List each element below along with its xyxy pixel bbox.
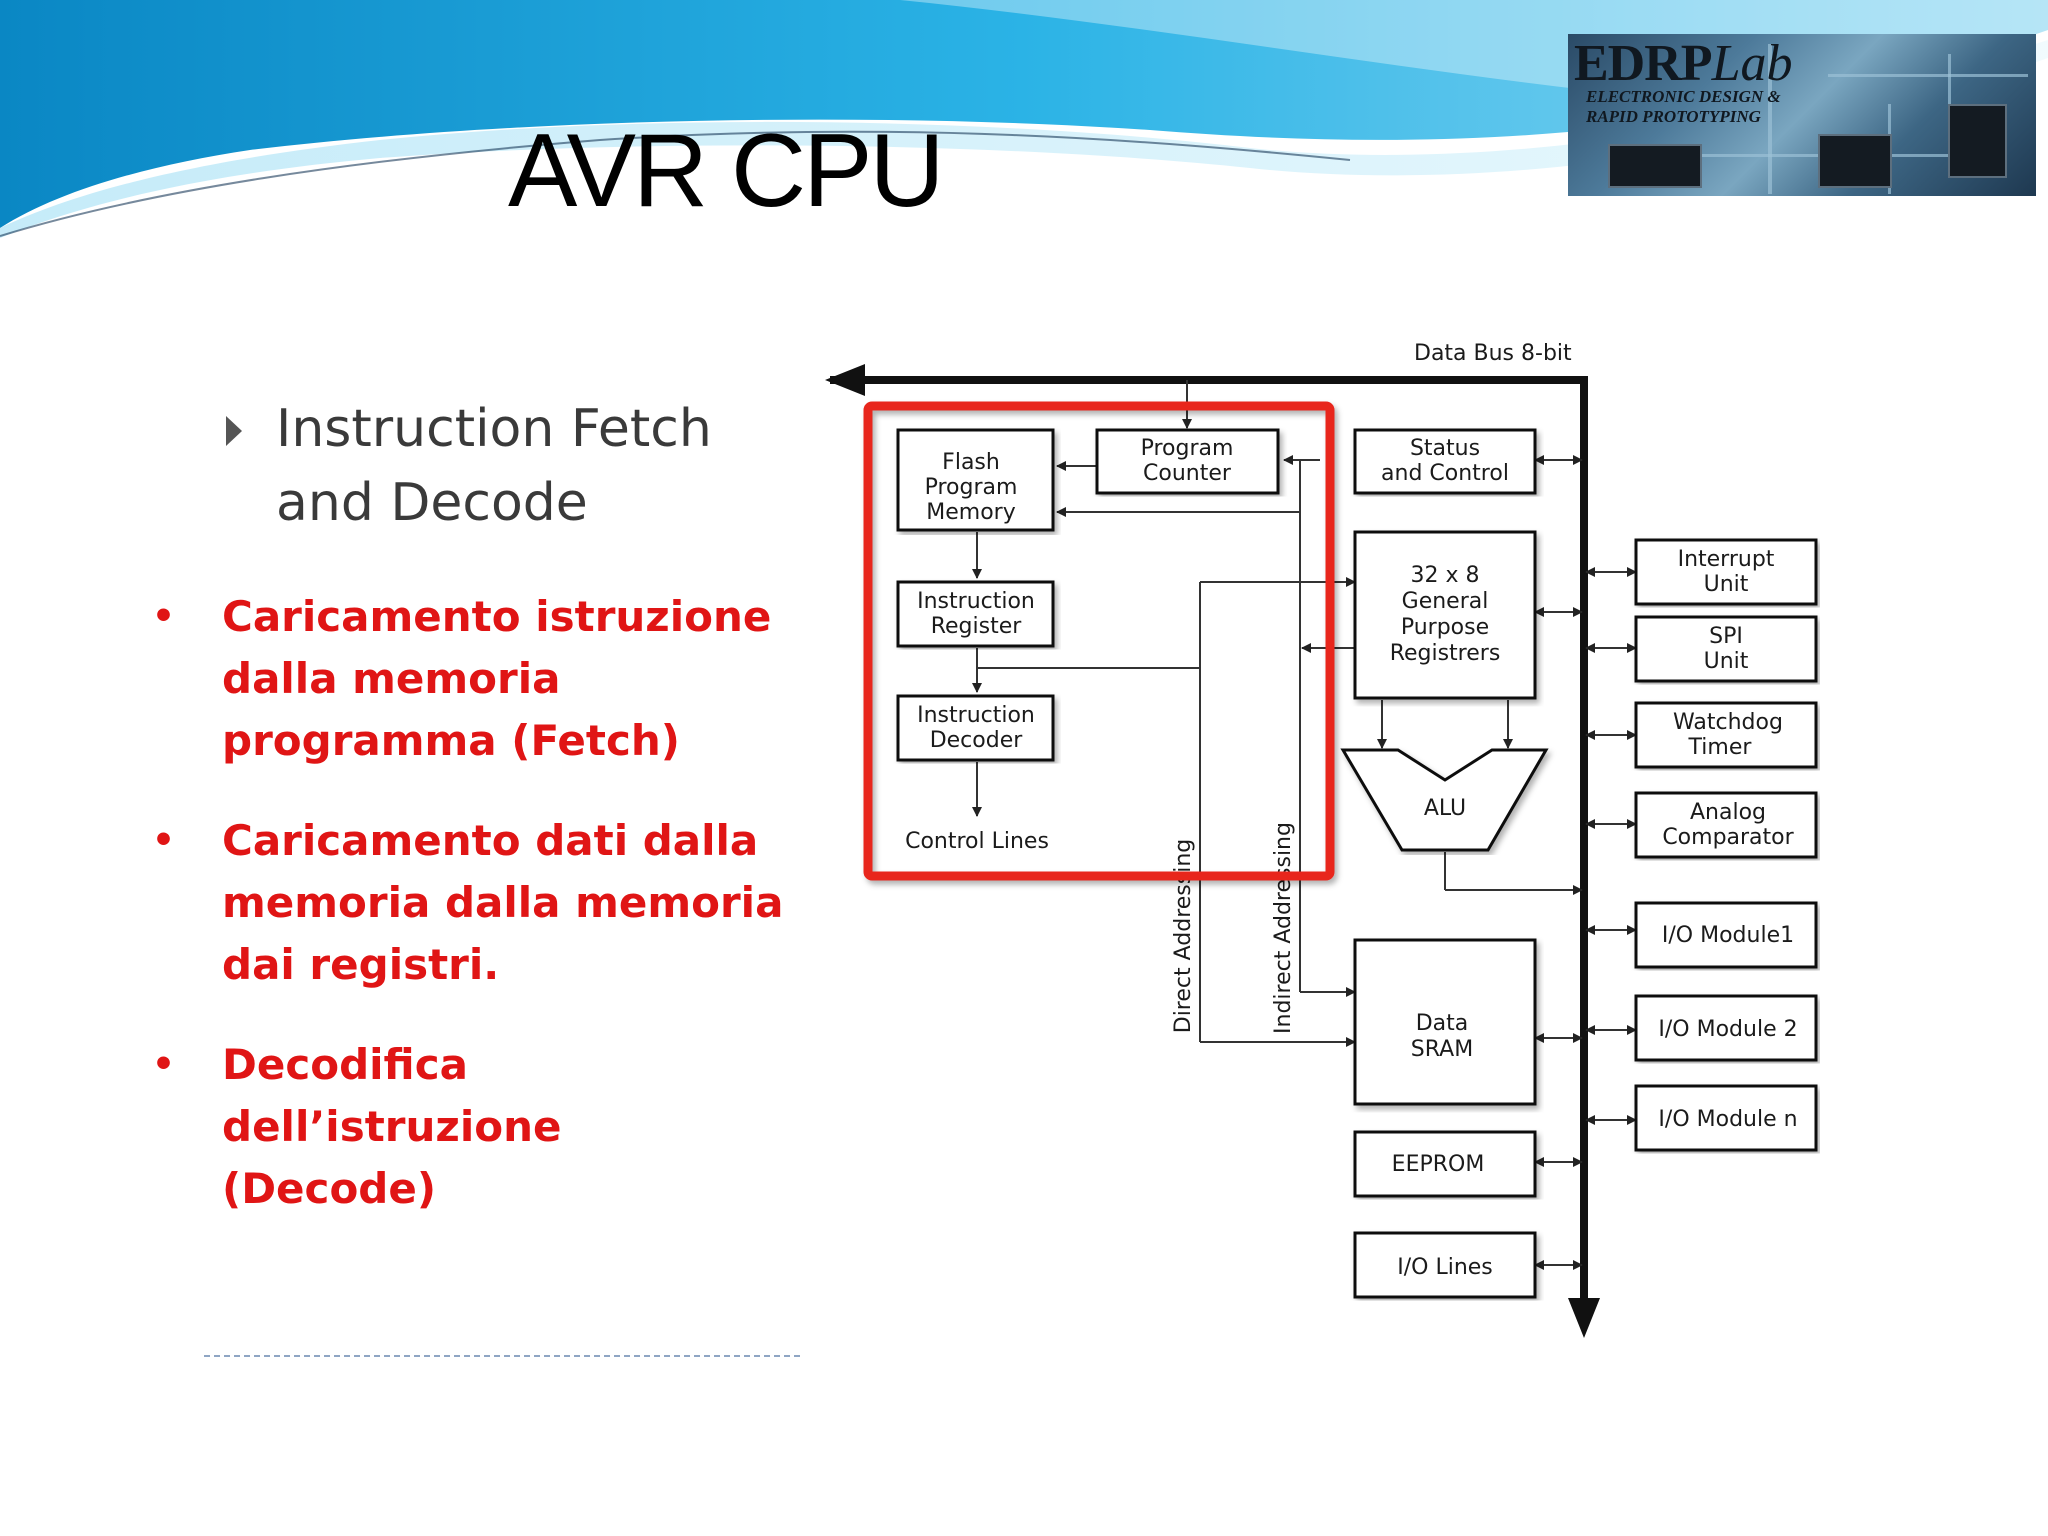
instruction-register-label: Register: [931, 614, 1023, 639]
data-bus-label: Data Bus 8-bit: [1414, 341, 1572, 366]
bullet-line: dalla memoria: [222, 654, 561, 703]
dashed-divider: [204, 1355, 800, 1357]
data-bus: Data Bus 8-bit: [825, 341, 1600, 1338]
slide-title: AVR CPU: [508, 113, 945, 229]
alu-label: ALU: [1424, 796, 1466, 821]
io-module2-label: I/O Module 2: [1658, 1017, 1797, 1042]
interrupt-label: Interrupt: [1678, 547, 1775, 572]
subheading-line2: and Decode: [276, 473, 588, 533]
data-sram-block: Data SRAM: [1353, 938, 1537, 1106]
bullet-line: (Decode): [222, 1164, 437, 1213]
spi-unit-block: SPI Unit: [1634, 615, 1818, 683]
instruction-register-label: Instruction: [917, 589, 1035, 614]
bullet-item: • Decodifica dell’istruzione (Decode): [152, 1034, 792, 1220]
instruction-decoder-label: Instruction: [917, 703, 1035, 728]
io-module1-block: I/O Module1: [1634, 901, 1818, 969]
bullet-list: • Caricamento istruzione dalla memoria p…: [152, 586, 792, 1258]
io-module-n-block: I/O Module n: [1634, 1084, 1818, 1152]
alu-block: ALU: [1340, 748, 1549, 852]
io-lines-block: I/O Lines: [1353, 1231, 1537, 1299]
bullet-line: dai registri.: [222, 940, 500, 989]
interrupt-label: Unit: [1704, 572, 1749, 597]
bullet-line: programma (Fetch): [222, 716, 680, 765]
analog-comparator-block: Analog Comparator: [1634, 791, 1818, 859]
watchdog-timer-block: Watchdog Timer: [1634, 701, 1818, 769]
control-lines-label: Control Lines: [905, 829, 1049, 854]
bullet-line: Caricamento istruzione: [222, 592, 772, 641]
bullet-line: Decodifica dell’istruzione: [222, 1040, 562, 1151]
status-label: and Control: [1381, 461, 1509, 486]
instruction-register-block: Instruction Register: [896, 580, 1055, 648]
edrplab-logo: EDRPLab ELECTRONIC DESIGN & RAPID PROTOT…: [1568, 34, 2036, 196]
eeprom-block: EEPROM: [1353, 1130, 1537, 1198]
comparator-label: Comparator: [1662, 825, 1794, 850]
program-counter-label: Program: [1141, 436, 1234, 461]
watchdog-label: Timer: [1688, 735, 1753, 760]
flash-label: Flash: [942, 450, 1000, 475]
bullet-item: • Caricamento dati dalla memoria dalla m…: [152, 810, 792, 996]
bullet-dot-icon: •: [152, 820, 176, 861]
flash-label: Memory: [926, 500, 1015, 525]
program-counter-label: Counter: [1143, 461, 1232, 486]
bullet-item: • Caricamento istruzione dalla memoria p…: [152, 586, 792, 772]
gp-registers-label: General: [1402, 589, 1489, 614]
sram-label: SRAM: [1411, 1037, 1473, 1062]
io-module-n-label: I/O Module n: [1658, 1107, 1797, 1132]
logo-brand-bold: EDRP: [1574, 35, 1713, 92]
gp-registers-label: Purpose: [1401, 615, 1489, 640]
subheading-line1: Instruction Fetch: [276, 399, 712, 459]
interrupt-unit-block: Interrupt Unit: [1634, 538, 1818, 606]
watchdog-label: Watchdog: [1673, 710, 1783, 735]
io-module1-label: I/O Module1: [1662, 923, 1794, 948]
logo-brand-italic: Lab: [1711, 35, 1793, 92]
flash-label: Program: [925, 475, 1018, 500]
gp-registers-label: Registrers: [1390, 641, 1501, 666]
status-label: Status: [1410, 436, 1480, 461]
io-module2-block: I/O Module 2: [1634, 994, 1818, 1062]
status-control-block: Status and Control: [1353, 428, 1537, 495]
sram-label: Data: [1416, 1011, 1469, 1036]
gp-registers-block: 32 x 8 General Purpose Registrers: [1353, 530, 1537, 700]
program-counter-block: Program Counter: [1095, 428, 1280, 495]
triangle-bullet-icon: [226, 416, 242, 446]
spi-label: SPI: [1709, 624, 1743, 649]
gp-registers-label: 32 x 8: [1411, 563, 1480, 588]
instruction-decoder-block: Instruction Decoder: [896, 694, 1055, 762]
indirect-addressing-label: Indirect Addressing: [1271, 822, 1296, 1034]
logo-line2: RAPID PROTOTYPING: [1586, 107, 1761, 126]
comparator-label: Analog: [1690, 800, 1766, 825]
bullet-line: memoria dalla memoria: [222, 878, 784, 927]
bullet-dot-icon: •: [152, 1044, 176, 1085]
instruction-decoder-label: Decoder: [930, 728, 1024, 753]
flash-program-memory-block: Flash Program Memory: [896, 428, 1055, 532]
io-lines-label: I/O Lines: [1397, 1255, 1493, 1280]
direct-addressing-label: Direct Addressing: [1171, 839, 1196, 1034]
eeprom-label: EEPROM: [1392, 1152, 1485, 1177]
spi-label: Unit: [1704, 649, 1749, 674]
avr-cpu-block-diagram: Data Bus 8-bit: [825, 341, 1818, 1338]
fetch-decode-highlight: [863, 401, 1335, 881]
logo-line1: ELECTRONIC DESIGN &: [1586, 87, 1781, 106]
bullet-line: Caricamento dati dalla: [222, 816, 759, 865]
bullet-dot-icon: •: [152, 596, 176, 637]
